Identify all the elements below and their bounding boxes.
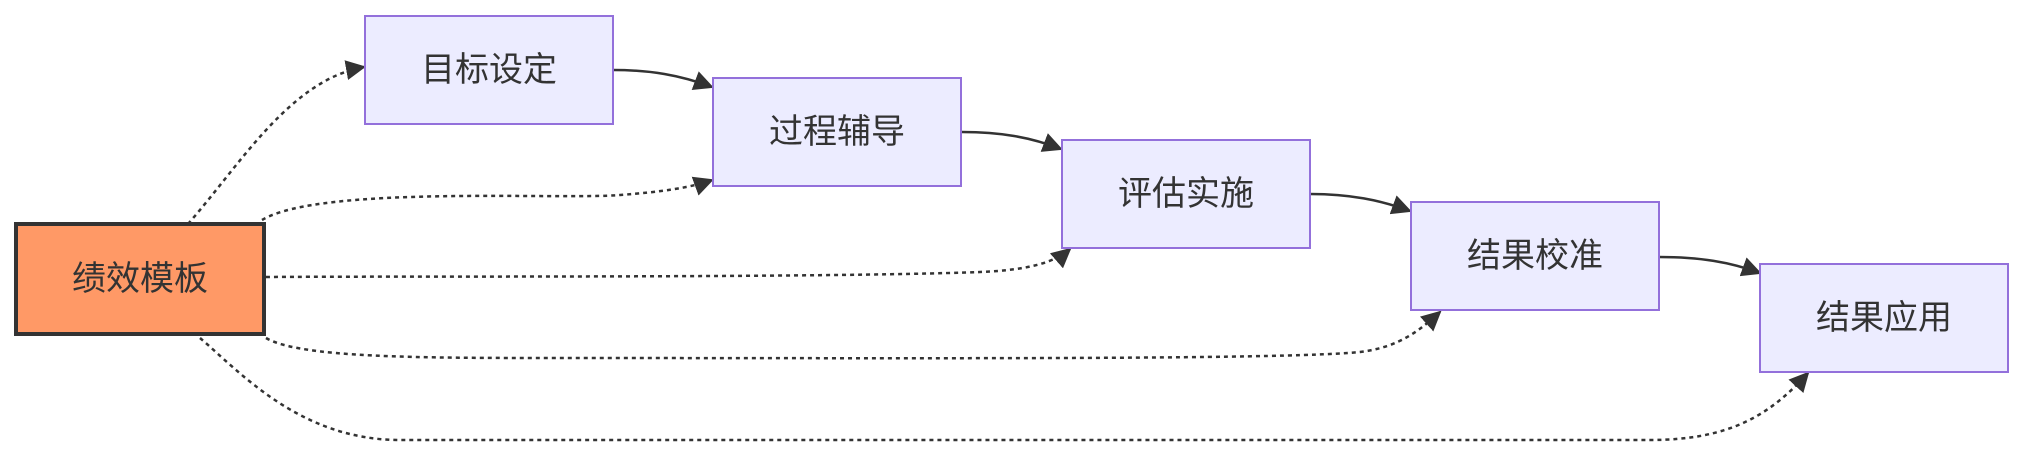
- node-process-coaching[interactable]: 过程辅导: [712, 77, 962, 187]
- node-evaluation[interactable]: 评估实施: [1061, 139, 1311, 249]
- edge-goal-setting-to-process-coaching: [612, 68, 714, 91]
- node-process-coaching-label: 过程辅导: [769, 112, 905, 152]
- node-performance-template[interactable]: 绩效模板: [14, 222, 266, 336]
- edge-template-to-calibration: [265, 310, 1442, 360]
- edge-template-to-goal-setting: [187, 60, 366, 225]
- node-application[interactable]: 结果应用: [1759, 263, 2009, 373]
- node-evaluation-label: 评估实施: [1118, 174, 1254, 214]
- edge-template-to-process-coaching: [261, 176, 714, 222]
- edge-calibration-to-application: [1658, 255, 1762, 277]
- node-application-label: 结果应用: [1816, 298, 1952, 338]
- node-performance-template-label: 绩效模板: [72, 259, 208, 299]
- node-goal-setting-label: 目标设定: [421, 50, 557, 90]
- edge-evaluation-to-calibration: [1309, 192, 1412, 215]
- edge-template-to-application: [199, 337, 1810, 442]
- edge-template-to-evaluation: [265, 247, 1072, 279]
- edge-process-coaching-to-evaluation: [961, 130, 1063, 152]
- node-calibration[interactable]: 结果校准: [1410, 201, 1660, 311]
- node-goal-setting[interactable]: 目标设定: [364, 15, 614, 125]
- node-calibration-label: 结果校准: [1467, 236, 1603, 276]
